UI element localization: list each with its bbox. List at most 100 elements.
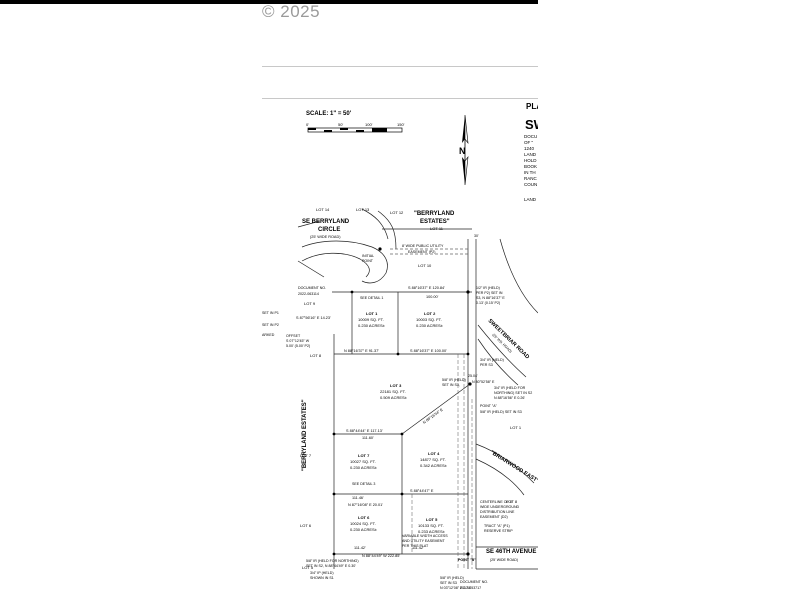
document-note: DOCUMENT NO.: [298, 286, 326, 290]
bearing-note: N 80°52'58" E: [472, 380, 495, 384]
distance-note: 25.04': [468, 374, 478, 378]
title-note: DOCU: [524, 134, 537, 139]
lot-4-acres: 0.342 ACRES±: [420, 463, 448, 468]
title-note: COUN: [524, 182, 537, 187]
lot-1-acres: 0.230 ACRES±: [358, 323, 386, 328]
bearing-label: N 87°16'08" E 20.01': [348, 503, 383, 507]
bearing-label: 111.42': [354, 546, 366, 550]
scale-tick-50: 50': [338, 122, 343, 127]
see-detail-note: SEE DETAIL 3: [352, 482, 375, 486]
point-a-note: 5/8" IR (HELD) SET IN S3: [480, 410, 522, 414]
copyright-watermark: © 2025: [262, 2, 321, 21]
north-label: N: [459, 146, 466, 156]
lot-2-area: 10003 SQ. FT.: [416, 317, 442, 322]
lot-6-name: LOT 6: [358, 515, 370, 520]
document-note: DOCUMENT NO.: [460, 580, 488, 584]
iron-per-s3-note: PER S3: [480, 363, 493, 367]
title-note: 1240: [524, 146, 535, 151]
lot-4-area: 14877 SQ. FT.: [420, 457, 446, 462]
monument-note: 1/2" IR (HELD): [476, 286, 500, 290]
street-se-46th-width: (25' WIDE ROAD): [490, 558, 518, 562]
street-se-46th: SE 46TH AVENUE: [486, 549, 536, 555]
arked-note: ARKED: [262, 333, 275, 337]
bearing-label: 100.00': [426, 295, 439, 299]
held-northing-note: NORTHING) SET IN S2: [494, 391, 532, 395]
point-b-note: POINT "B": [458, 558, 476, 562]
bearing-label: S 88°44'44" E 117.13': [346, 429, 383, 433]
plat-map-drawing: SCALE: 1" = 50' 0' 50' 100' 150' N PLA S…: [262, 102, 538, 590]
lot-6-area: 10024 SQ. FT.: [350, 521, 376, 526]
title-note: RANC: [524, 176, 538, 181]
lot-5-name: LOT 5: [426, 517, 438, 522]
set-in-note: SET IN P2: [262, 323, 279, 327]
title-note: HOLD: [524, 158, 537, 163]
centerline-note: EASEMENT (D2): [480, 515, 508, 519]
lot-7-area: 10027 SQ. FT.: [350, 459, 376, 464]
street-width-note: (25' WIDE ROAD): [310, 235, 341, 239]
neighbor-lot-label: LOT 5: [302, 565, 314, 570]
set-in-note: SET IN P1: [262, 311, 279, 315]
held-shown-note: 3/4" IP (HELD): [310, 571, 334, 575]
point-a-note: POINT "A": [480, 404, 498, 408]
title-note: LAND: [524, 152, 537, 157]
five-eight-bottom-note: N 03°12'08" E 2.25': [440, 586, 471, 590]
held-shown-note: SHOWN IN S1: [310, 576, 334, 580]
separator-line: [262, 66, 538, 67]
distance-note: 30': [474, 234, 479, 238]
neighbor-lot-label: LOT 13: [356, 207, 370, 212]
access-easement-note: PER THIS PLAT: [402, 544, 429, 548]
held-northing-note: N 88°16'56" E 0.26': [494, 396, 525, 400]
offset-note: S 07°12'45" W: [286, 339, 310, 343]
title-note: LAND: [524, 197, 537, 202]
monument-note: 0.13' (0.15' P2): [476, 301, 500, 305]
utility-easement-note: 8' WIDE PUBLIC UTILITY: [402, 244, 444, 248]
document-note: 2017-053717: [460, 586, 481, 590]
offset-note: OFFSET: [286, 334, 301, 338]
bearing-label: S 88°16'37" E 120.84': [408, 286, 445, 290]
subdivision-berryland-side: "BERRYLAND ESTATES": [302, 399, 308, 471]
monument-markers: [332, 247, 472, 556]
lot-5-area: 10133 SQ. FT.: [418, 523, 444, 528]
scale-bar: [307, 127, 403, 133]
bearing-label: 111.42': [412, 546, 424, 550]
lot-2-name: LOT 2: [424, 311, 436, 316]
bearing-label: S 88°44'47" E: [410, 489, 434, 493]
street-sweetbriar: SWEETBRIAR ROAD: [487, 318, 531, 360]
subdivision-berryland-top: "BERRYLAND: [414, 211, 455, 217]
lot-2-acres: 0.230 ACRES±: [416, 323, 444, 328]
lot-7-acres: 0.230 ACRES±: [350, 465, 378, 470]
lot-3-area: 22181 SQ. FT.: [380, 389, 406, 394]
subdivision-berryland-top-2: ESTATES": [420, 219, 450, 225]
north-arrow-icon: [462, 114, 469, 186]
bearing-label: N 88°44'49" W 222.85': [362, 554, 400, 558]
scale-tick-0: 0': [306, 122, 309, 127]
boundary-lines: [297, 208, 538, 570]
title-note: OF ": [524, 140, 533, 145]
bearing-label: N 88°16'54" E: [422, 407, 444, 424]
initial-point-note: POINT: [362, 259, 374, 263]
centerline-note: DISTRIBUTION LINE: [480, 510, 515, 514]
neighbor-lot-label: LOT 8: [506, 499, 518, 504]
bearing-label: 111.60': [362, 436, 374, 440]
monument-note: PER P2) SET IN: [476, 291, 503, 295]
see-detail-note: SEE DETAIL 1: [360, 296, 383, 300]
neighbor-lot-label: LOT 11: [430, 226, 444, 231]
five-eight-held-note: 5/8" IR (HELD): [442, 378, 466, 382]
scale-tick-150: 150': [397, 122, 405, 127]
lot-3-name: LOT 3: [390, 383, 402, 388]
neighbor-lot-label: LOT 7: [300, 453, 312, 458]
neighbor-lot-label: LOT 1: [510, 425, 522, 430]
initial-point-note: INITIAL: [362, 254, 374, 258]
subdivision-briarwood: "BRIARWOOD EAST": [489, 450, 538, 485]
utility-easement-note: EASEMENT (P2): [408, 250, 436, 254]
lot-6-acres: 0.230 ACRES±: [350, 527, 378, 532]
title-note: BOOK: [524, 164, 537, 169]
monument-note: S3, N 88°16'37" E: [476, 296, 505, 300]
access-easement-note: AND UTILITY EASEMENT: [402, 539, 445, 543]
access-easement-note: VARIABLE WIDTH ACCESS: [402, 534, 448, 538]
lot-5-acres: 0.233 ACRES±: [418, 529, 446, 534]
five-eight-bottom-note: SET IN S3: [440, 581, 457, 585]
lot-4-name: LOT 4: [428, 451, 440, 456]
street-berryland-circle: SE BERRYLAND: [302, 219, 350, 225]
five-eight-bottom-note: 5/8" IR (HELD): [440, 576, 464, 580]
